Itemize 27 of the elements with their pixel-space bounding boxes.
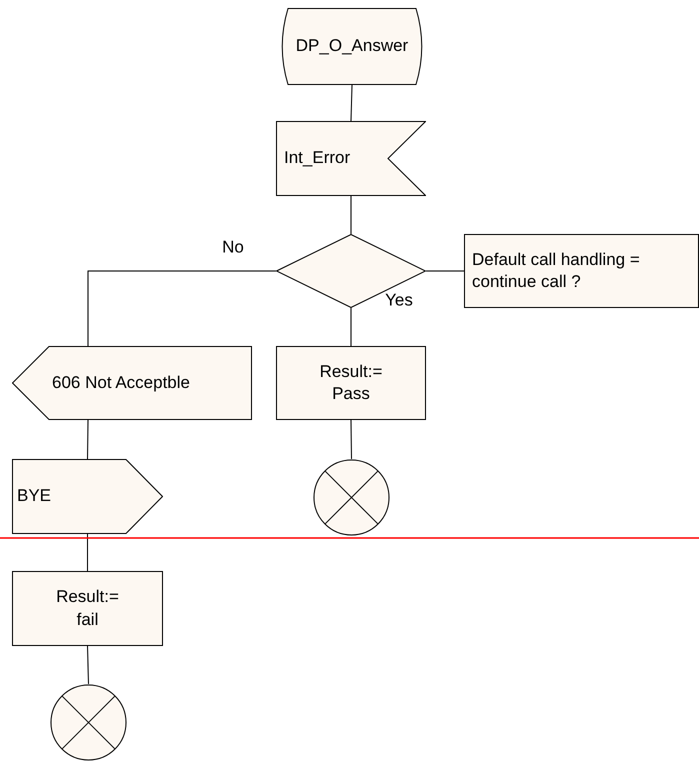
connector-line [350, 308, 352, 346]
connector-line [87, 646, 89, 684]
connector-line [426, 270, 464, 272]
edge-label: Yes [385, 292, 413, 308]
node-text: Result:= Pass [318, 360, 384, 405]
node-text: DP_O_Answer [296, 35, 408, 58]
edge-label: No [222, 238, 244, 256]
stop-symbol [50, 684, 127, 761]
node-text: BYE [17, 485, 52, 508]
stop-symbol [313, 459, 390, 536]
connector-line [87, 420, 88, 460]
output-signal-symbol [12, 346, 252, 420]
node-text: Result:= fail [55, 586, 120, 630]
output-signal-symbol [12, 459, 163, 534]
task-box [276, 346, 426, 420]
connector-line [350, 84, 352, 122]
connector-line [350, 196, 352, 234]
connector-line [350, 420, 352, 460]
node-text: Default call handling = continue call ? [472, 248, 641, 293]
input-signal-symbol [276, 121, 426, 196]
node-text: 606 Not Acceptble [52, 372, 190, 394]
task-box [12, 571, 163, 646]
connector-line [87, 534, 88, 572]
node-text: Int_Error [284, 147, 350, 170]
decision-diamond [276, 234, 426, 308]
comment-box [464, 234, 699, 308]
connector-line [88, 270, 276, 346]
